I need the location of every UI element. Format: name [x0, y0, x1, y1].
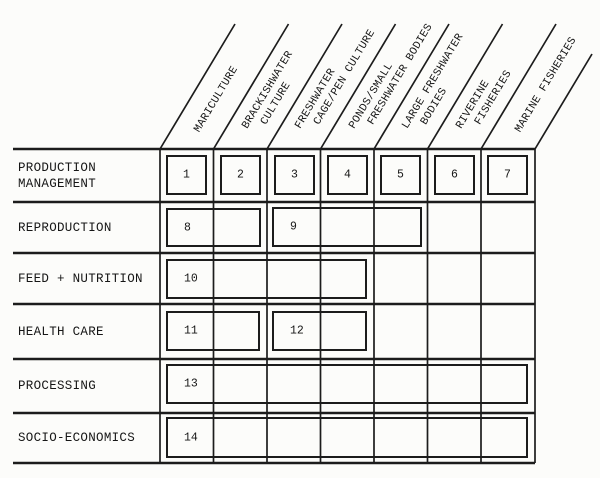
cell-box-8: 8: [166, 208, 261, 247]
cell-number: 3: [291, 168, 298, 182]
cell-box-4: 4: [327, 155, 368, 195]
cell-number: 5: [397, 168, 404, 182]
row-label-feed-nutrition: FEED + NUTRITION: [18, 271, 143, 286]
cell-number: 10: [184, 272, 198, 286]
cell-box-10: 10: [166, 259, 367, 299]
cell-box-1: 1: [166, 155, 207, 195]
cell-box-11: 11: [166, 311, 260, 351]
cell-number: 6: [451, 168, 458, 182]
cell-box-2: 2: [220, 155, 261, 195]
row-label-socio-economics: SOCIO-ECONOMICS: [18, 431, 136, 445]
cell-box-3: 3: [274, 155, 315, 195]
cell-number: 8: [184, 221, 191, 234]
cell-number: 11: [184, 324, 198, 338]
cell-box-9: 9: [272, 207, 422, 247]
cell-number: 4: [344, 168, 351, 182]
row-label-health-care: HEALTH CARE: [18, 324, 104, 339]
cell-number: 1: [183, 168, 190, 182]
cell-number: 7: [504, 168, 511, 182]
cell-number: 13: [184, 377, 198, 391]
cell-box-6: 6: [434, 155, 475, 195]
row-label-reproduction: REPRODUCTION: [18, 220, 112, 235]
cell-number: 9: [290, 220, 297, 234]
cell-number: 2: [237, 168, 244, 182]
cell-box-7: 7: [487, 155, 528, 195]
row-label-processing: PROCESSING: [18, 379, 97, 393]
row-label-production-management: PRODUCTION MANAGEMENT: [18, 160, 97, 191]
cell-box-14: 14: [166, 417, 528, 458]
cell-number: 12: [290, 324, 304, 338]
cell-box-5: 5: [380, 155, 421, 195]
cell-number: 14: [184, 431, 198, 444]
cell-box-12: 12: [272, 311, 367, 351]
cell-box-13: 13: [166, 364, 528, 404]
